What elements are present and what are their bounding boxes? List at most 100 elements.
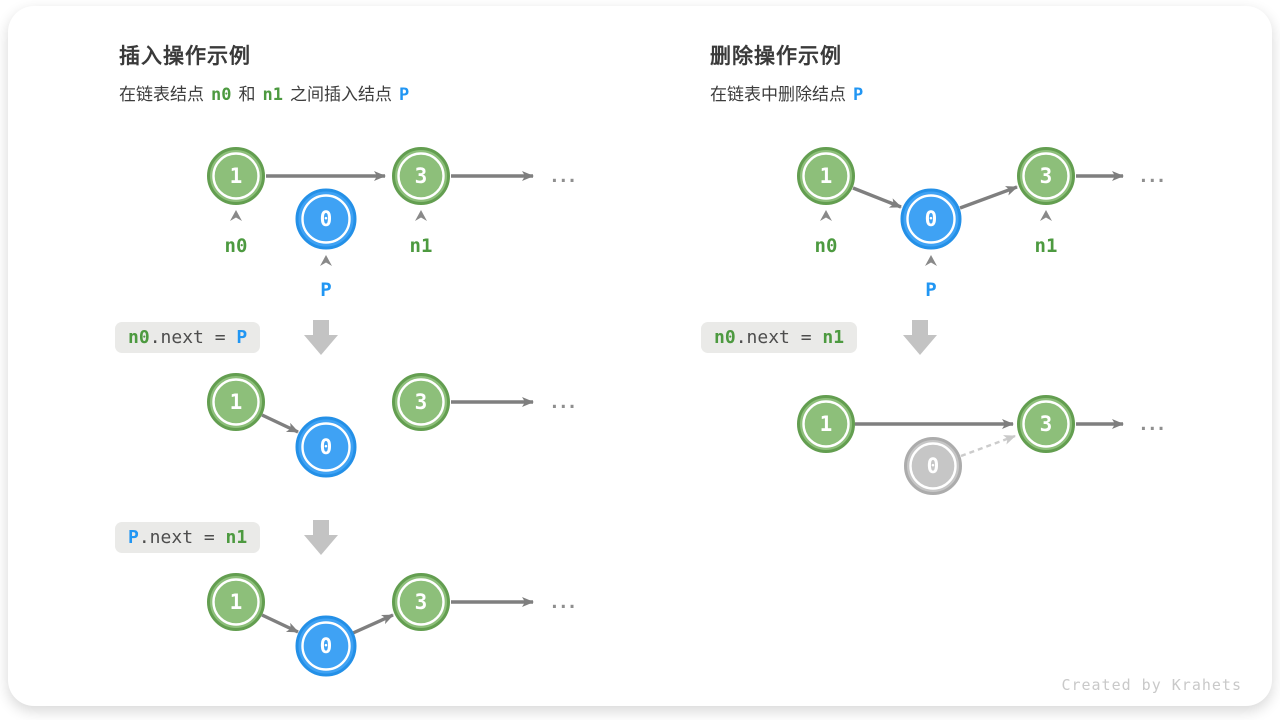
credit-text: Created by Krahets — [1061, 676, 1242, 694]
node-value: 3 — [415, 590, 428, 614]
step-down-arrow — [903, 320, 937, 355]
ellipsis-dots: ... — [549, 592, 576, 613]
arrow-p-to-n1 — [959, 185, 1018, 210]
node-n0: 1 — [207, 147, 265, 205]
node-value: 0 — [320, 207, 333, 231]
arrow-n0-to-p — [261, 613, 299, 634]
node-circle — [900, 188, 962, 250]
subtitle-text: 在链表中删除结点 — [710, 85, 846, 105]
insert-code-step2: P.next = n1 — [115, 522, 261, 553]
node-circle — [904, 437, 962, 495]
code-rhs: P — [236, 327, 248, 348]
node-p-removed: 0 — [904, 437, 962, 495]
delete-diagram-result: ... 1 0 3 — [797, 395, 1167, 495]
node-ring — [1022, 400, 1070, 448]
node-circle — [392, 147, 450, 205]
node-n1: 3 — [392, 573, 450, 631]
node-ring — [301, 621, 351, 671]
node-p: 0 — [900, 188, 962, 250]
node-circle — [295, 188, 357, 250]
code-rhs: n1 — [822, 327, 845, 348]
node-value: 3 — [415, 390, 428, 414]
delete-code-step1: n0.next = n1 — [701, 322, 858, 353]
node-circle — [392, 373, 450, 431]
node-ring — [301, 194, 351, 244]
node-circle — [295, 615, 357, 677]
caret-up-icon — [230, 210, 242, 221]
pointer-label-n0: n0 — [815, 235, 838, 257]
node-n0: 1 — [207, 373, 265, 431]
node-value: 3 — [415, 164, 428, 188]
delete-diagram-initial: ... 1 0 3 n0 n1 P — [797, 147, 1167, 301]
subtitle-text: 之间插入结点 — [289, 85, 392, 105]
node-ring — [301, 422, 351, 472]
node-circle — [295, 416, 357, 478]
node-ring — [802, 152, 850, 200]
pointer-label-n1: n1 — [1035, 235, 1058, 257]
delete-panel-title: 删除操作示例 — [710, 44, 842, 68]
node-ring — [212, 378, 260, 426]
node-value: 1 — [230, 164, 243, 188]
ellipsis-dots: ... — [549, 166, 576, 187]
pointer-label-n1: n1 — [410, 235, 433, 257]
node-ring — [397, 152, 445, 200]
node-value: 0 — [320, 634, 333, 658]
caret-up-icon — [415, 210, 427, 221]
code-lhs: n0 — [128, 327, 150, 348]
insert-diagram-step1: ... 1 0 3 — [207, 373, 578, 478]
node-n1: 3 — [392, 373, 450, 431]
insert-diagram-step2: ... 1 0 3 — [207, 573, 578, 677]
token-p: P — [853, 85, 864, 105]
arrow-removed-p-to-n1-dashed — [960, 434, 1016, 458]
code-rhs: n1 — [225, 527, 248, 548]
node-n0: 1 — [797, 147, 855, 205]
node-value: 1 — [230, 390, 243, 414]
code-mid: .next = — [138, 527, 226, 548]
node-value: 0 — [927, 454, 940, 478]
code-mid: .next = — [735, 327, 823, 348]
ellipsis-dots: ... — [549, 392, 576, 413]
step-down-arrow — [304, 320, 338, 355]
node-circle — [797, 395, 855, 453]
caret-up-icon — [320, 255, 332, 266]
node-value: 1 — [820, 412, 833, 436]
caret-up-icon — [820, 210, 832, 221]
caret-up-icon — [925, 255, 937, 266]
node-ring — [802, 400, 850, 448]
node-p: 0 — [295, 188, 357, 250]
code-lhs: n0 — [714, 327, 736, 348]
node-n1: 3 — [392, 147, 450, 205]
arrow-n0-to-p — [852, 186, 902, 209]
node-n0: 1 — [207, 573, 265, 631]
step-down-arrow — [304, 520, 338, 555]
ellipsis-dots: ... — [1138, 414, 1165, 435]
node-ring — [397, 578, 445, 626]
node-circle — [392, 573, 450, 631]
node-ring — [906, 194, 956, 244]
node-ring — [1022, 152, 1070, 200]
caret-up-icon — [1040, 210, 1052, 221]
pointer-label-p: P — [320, 279, 331, 301]
node-p: 0 — [295, 416, 357, 478]
arrow-p-to-n1 — [352, 613, 394, 635]
insert-panel-title: 插入操作示例 — [119, 44, 251, 68]
code-lhs: P — [128, 527, 139, 548]
node-circle — [207, 573, 265, 631]
node-circle — [207, 147, 265, 205]
token-p: P — [398, 85, 410, 105]
node-n0: 1 — [797, 395, 855, 453]
node-value: 1 — [230, 590, 243, 614]
node-circle — [1017, 147, 1075, 205]
subtitle-text: 在链表结点 — [119, 85, 204, 105]
node-value: 1 — [820, 164, 833, 188]
delete-panel-subtitle: 在链表中删除结点 P — [710, 84, 870, 106]
node-circle — [207, 373, 265, 431]
token-n1: n1 — [262, 85, 283, 105]
node-ring — [212, 152, 260, 200]
node-ring — [397, 378, 445, 426]
node-n1: 3 — [1017, 147, 1075, 205]
token-n0: n0 — [211, 85, 232, 105]
pointer-label-p: P — [925, 279, 936, 301]
